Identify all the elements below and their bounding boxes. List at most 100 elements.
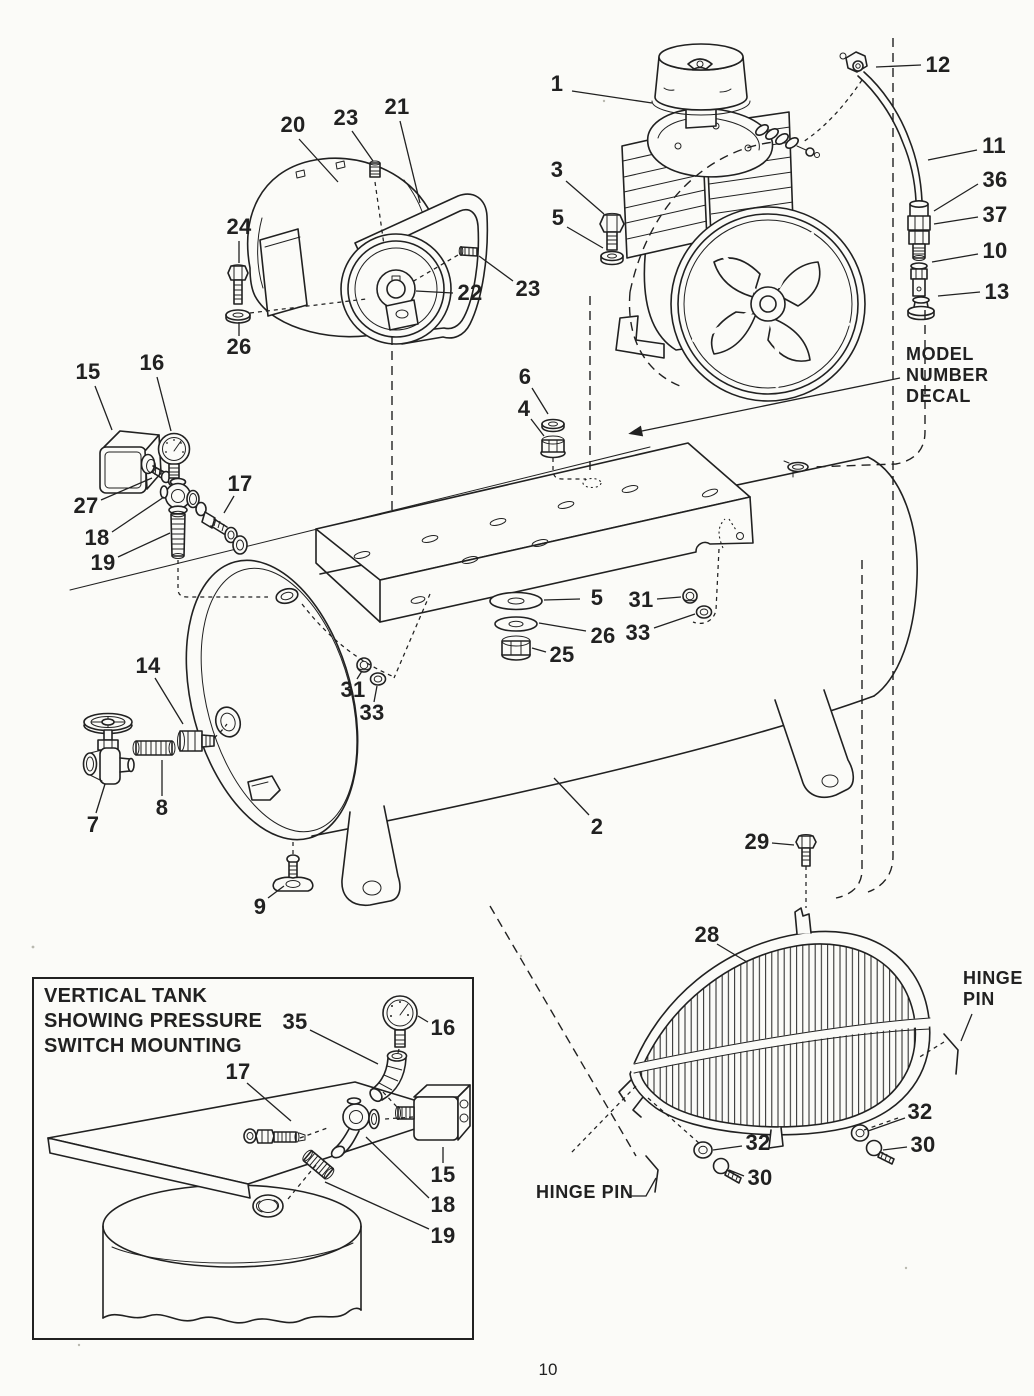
leader-line [531,647,547,653]
leader-line [94,385,113,431]
mounting-plate [315,442,754,623]
annotation-line: HINGE PIN [536,1182,634,1202]
leader-line [630,1177,657,1197]
leader-line [641,377,901,432]
leader-line [716,943,748,963]
leader-line [875,64,922,68]
callout-32: 32 [745,1130,771,1155]
callout-5: 5 [590,585,604,610]
leader-line [566,226,604,249]
callout-5: 5 [551,205,565,230]
outlet-tube [839,51,935,321]
callout-16: 16 [139,350,165,375]
callout-22: 22 [457,280,483,305]
leader-line [324,1181,430,1230]
leader-line [373,685,378,703]
tank-valve-group [82,712,215,785]
leader-arrowhead [628,425,644,437]
annotation-line: SHOWING PRESSURE [44,1010,263,1032]
page-number: 10 [538,1360,558,1379]
annotation-line: PIN [963,989,995,1009]
callout-31: 31 [340,677,366,702]
annotation-line: SWITCH MOUNTING [44,1035,242,1057]
annotation-line: NUMBER [906,365,989,385]
leader-line [530,418,545,437]
callout-8: 8 [155,795,169,820]
leader-line [712,1145,743,1151]
leader-line [417,1015,429,1023]
leader-line [653,613,696,629]
callout-9: 9 [253,894,267,919]
callout-15: 15 [75,359,101,384]
belt-guard [618,907,959,1193]
annotation-hinge-pin-left: HINGE PIN [536,1182,633,1203]
flywheel-spokes [692,232,850,388]
callout-29: 29 [744,829,770,854]
callout-31: 31 [628,587,654,612]
callout-12: 12 [925,52,951,77]
leader-line [351,130,374,162]
leader-line [415,290,454,294]
hinge-pin-rod-right [943,1033,959,1075]
leader-line [931,253,979,263]
annotation-line: MODEL [906,344,974,364]
callout-13: 13 [984,279,1010,304]
leader-line [223,495,235,514]
leader-line [246,1082,292,1122]
paper-speckles [31,99,908,1347]
callout-37: 37 [982,202,1008,227]
compressor-pump [615,43,866,402]
leader-line [882,1146,908,1151]
leader-line [933,183,979,212]
pressure-switch-group [99,430,248,559]
leader-line [154,677,184,725]
callout-6: 6 [518,364,532,389]
leader-line [117,532,171,558]
leader-line [571,90,653,104]
inset-box-border [32,977,474,1340]
callout-7: 7 [86,812,100,837]
callout-28: 28 [694,922,720,947]
callout-27: 27 [73,493,99,518]
annotation-line: HINGE [963,968,1024,988]
callout-33: 33 [359,700,385,725]
callout-11: 11 [982,133,1006,158]
callout-33: 33 [625,620,651,645]
callout-25: 25 [549,642,575,667]
inset-vertical-tank [47,995,471,1324]
leader-line [960,1013,973,1042]
callout-15: 15 [430,1162,456,1187]
callout-19: 19 [430,1223,456,1248]
leader-line [95,783,106,814]
callout-32: 32 [907,1099,933,1124]
callout-14: 14 [135,653,161,678]
leader-line [100,477,153,501]
fasteners [225,160,895,1184]
motor-assembly [246,157,489,345]
callout-4: 4 [517,396,531,421]
callout-10: 10 [982,238,1008,263]
annotation-line: DECAL [906,386,971,406]
leader-line [867,1117,906,1132]
leader-line [365,1136,430,1199]
callout-21: 21 [384,94,410,119]
leader-line [538,622,587,632]
callout-1: 1 [550,71,564,96]
callout-24: 24 [226,214,252,239]
callout-26: 26 [590,623,616,648]
leader-line [656,596,682,600]
callout-23: 23 [333,105,359,130]
leader-line [937,291,981,297]
callout-20: 20 [280,112,306,137]
leader-line [356,670,363,680]
callout-2: 2 [590,814,604,839]
leader-line [543,598,581,601]
leader-line [565,180,605,215]
drain-cock [272,854,314,892]
callout-30: 30 [910,1132,936,1157]
